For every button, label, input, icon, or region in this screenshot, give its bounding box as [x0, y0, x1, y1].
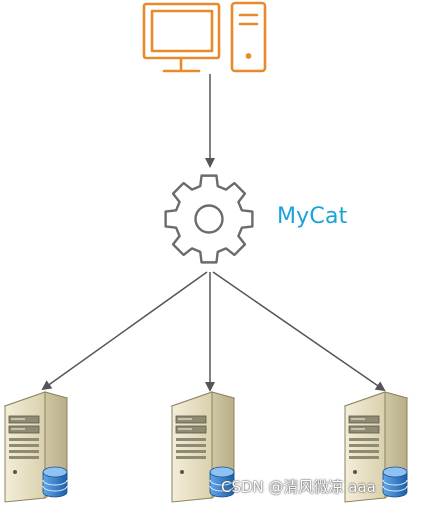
arrow-mycat-to-server-1 — [41, 271, 208, 391]
gear-icon — [164, 174, 254, 264]
monitor-icon — [142, 2, 221, 73]
database-server-1 — [4, 391, 68, 503]
watermark-text: CSDN @清风微凉 aaa — [221, 478, 376, 496]
mycat-label: MyCat — [277, 204, 348, 229]
arrow-mycat-to-server-3 — [212, 271, 386, 392]
desktop-tower-icon — [230, 1, 267, 73]
gear-outline — [164, 174, 254, 264]
